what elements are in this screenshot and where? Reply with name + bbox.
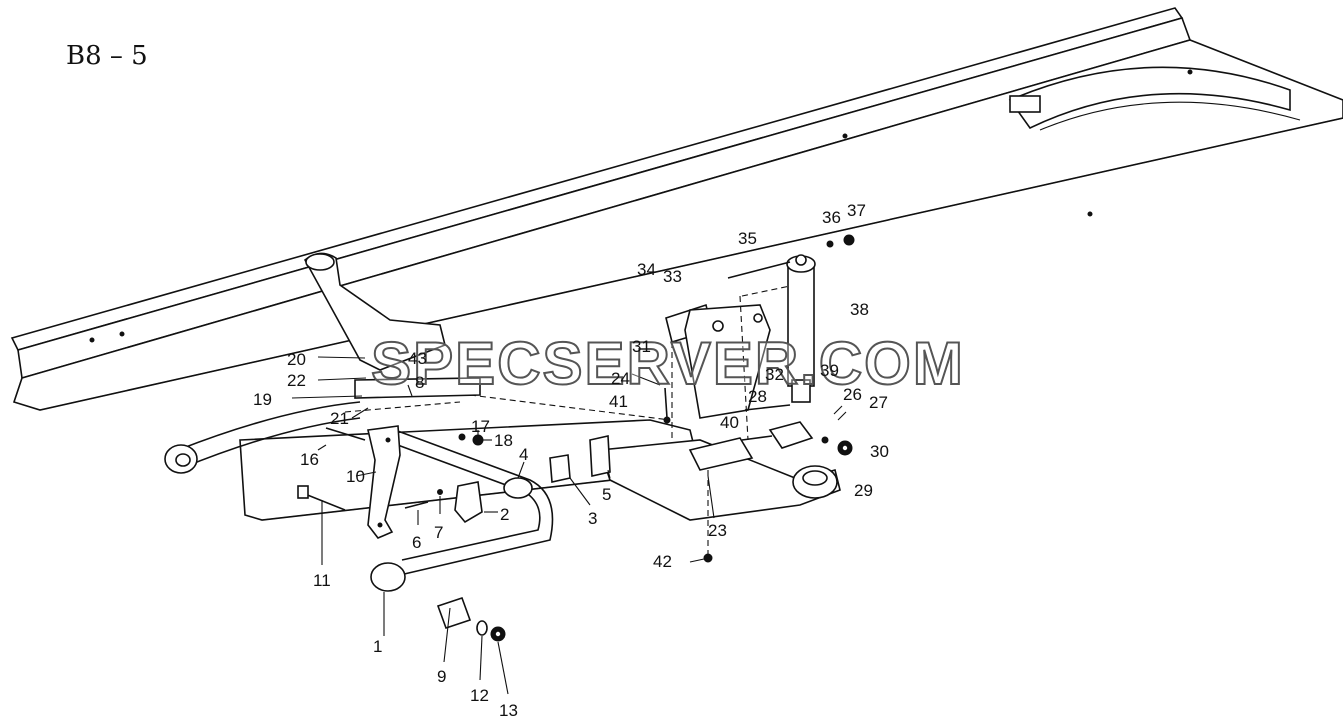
leader-lines [291, 356, 715, 695]
callout-21: 21 [330, 409, 349, 428]
alignment-lines [344, 285, 791, 555]
callout-36: 36 [822, 208, 841, 227]
callout-42: 42 [653, 552, 672, 571]
callout-20: 20 [287, 350, 306, 369]
callout-22: 22 [287, 371, 306, 390]
callout-35: 35 [738, 229, 757, 248]
callout-32: 32 [765, 365, 784, 384]
callout-28: 28 [748, 387, 767, 406]
callout-41: 41 [609, 392, 628, 411]
callout-27: 27 [869, 393, 888, 412]
callout-3: 3 [588, 509, 597, 528]
callout-30: 30 [870, 442, 889, 461]
callout-18: 18 [494, 431, 513, 450]
callout-13: 13 [499, 701, 518, 720]
callout-6: 6 [412, 533, 421, 552]
callout-33: 33 [663, 267, 682, 286]
link-rod [367, 425, 401, 539]
shock-absorber [727, 234, 855, 411]
sheet-title: B8 – 5 [66, 41, 148, 71]
callout-19: 19 [253, 390, 272, 409]
callout-31: 31 [632, 337, 651, 356]
wishbone-arm [598, 439, 841, 521]
callout-23: 23 [708, 521, 727, 540]
callout-4: 4 [519, 445, 528, 464]
callout-24: 24 [611, 369, 630, 388]
callout-9: 9 [437, 667, 446, 686]
callout-12: 12 [470, 686, 489, 705]
callout-labels: 1 2 3 4 5 6 7 8 9 10 11 12 13 16 17 18 1… [253, 201, 889, 720]
watermark: SPECSERVER.COM [371, 330, 965, 397]
callout-43: 43 [408, 349, 427, 368]
callout-17: 17 [471, 417, 490, 436]
callout-29: 29 [854, 481, 873, 500]
callout-16: 16 [300, 450, 319, 469]
lower-crossbar [239, 377, 701, 521]
callout-34: 34 [637, 260, 656, 279]
callout-37: 37 [847, 201, 866, 220]
callout-11: 11 [313, 571, 331, 590]
lower-shock-mount [663, 387, 853, 563]
callout-26: 26 [843, 385, 862, 404]
front-bracket [303, 252, 446, 371]
callout-5: 5 [602, 485, 611, 504]
callout-7: 7 [434, 523, 443, 542]
callout-1: 1 [373, 637, 382, 656]
callout-2: 2 [500, 505, 509, 524]
callout-38: 38 [850, 300, 869, 319]
callout-10: 10 [346, 467, 365, 486]
callout-39: 39 [820, 361, 839, 380]
cross-member-arch [1008, 66, 1301, 131]
callout-8: 8 [415, 373, 424, 392]
callout-40: 40 [720, 413, 739, 432]
